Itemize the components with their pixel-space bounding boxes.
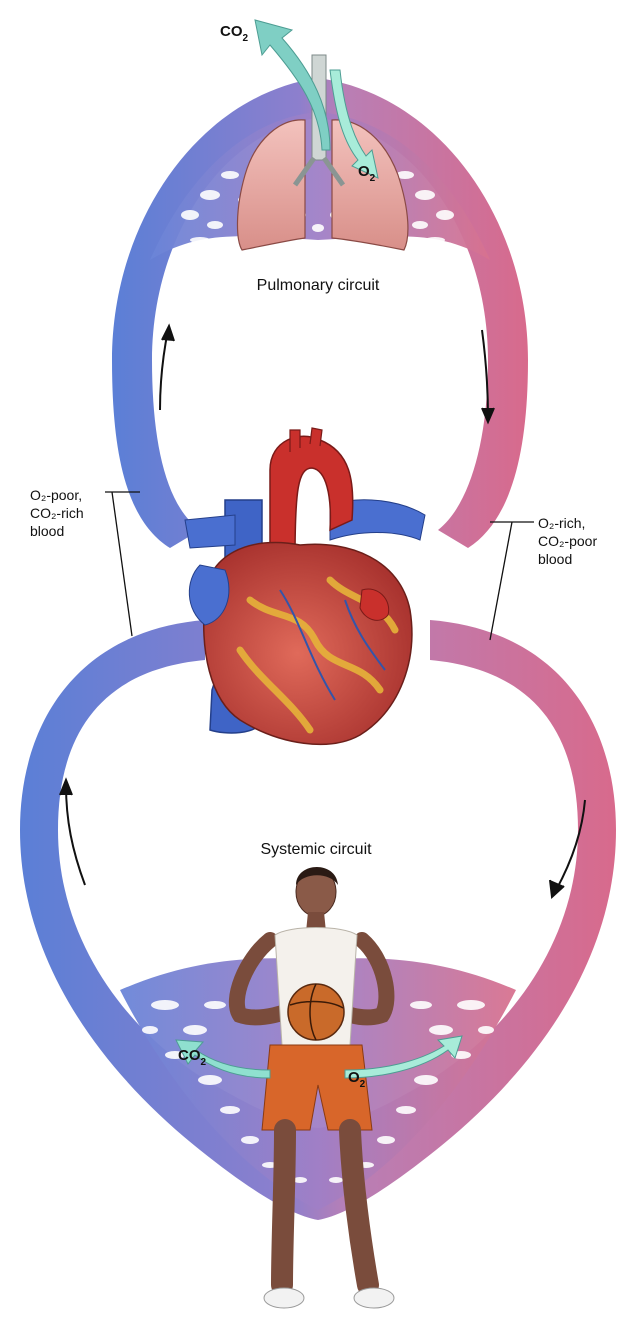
pulmonary-flow-arrows <box>160 326 494 422</box>
left-annotation-line3: blood <box>30 523 64 539</box>
lung-co2-label: CO2 <box>220 23 249 44</box>
heart <box>185 428 425 744</box>
right-annotation-line3: blood <box>538 551 572 567</box>
right-annotation-line2: CO₂-poor <box>538 533 597 549</box>
systemic-down-arrowhead <box>550 880 564 897</box>
left-annotation-line2: CO₂-rich <box>30 505 84 521</box>
left-annotation: O₂-poor, CO₂-rich blood <box>30 487 140 636</box>
pulmonary-down-arrow <box>482 330 488 418</box>
right-annotation-leader <box>490 522 534 640</box>
pulmonary-circuit-label: Pulmonary circuit <box>257 277 380 294</box>
left-annotation-leader <box>105 492 140 636</box>
right-annotation-line1: O₂-rich, <box>538 515 585 531</box>
basketball <box>288 984 344 1040</box>
aorta <box>270 436 353 560</box>
systemic-up-arrow <box>66 785 85 885</box>
left-annotation-line1: O₂-poor, <box>30 487 82 503</box>
systemic-circuit-label: Systemic circuit <box>260 841 372 858</box>
pulmonary-up-arrowhead <box>162 326 174 341</box>
athlete-right-shoe <box>354 1288 394 1308</box>
heart-body <box>204 542 412 744</box>
right-annotation: O₂-rich, CO₂-poor blood <box>490 515 597 640</box>
athlete-left-shoe <box>264 1288 304 1308</box>
pulmonary-veins-left <box>185 515 235 548</box>
pulmonary-up-arrow <box>160 330 168 410</box>
